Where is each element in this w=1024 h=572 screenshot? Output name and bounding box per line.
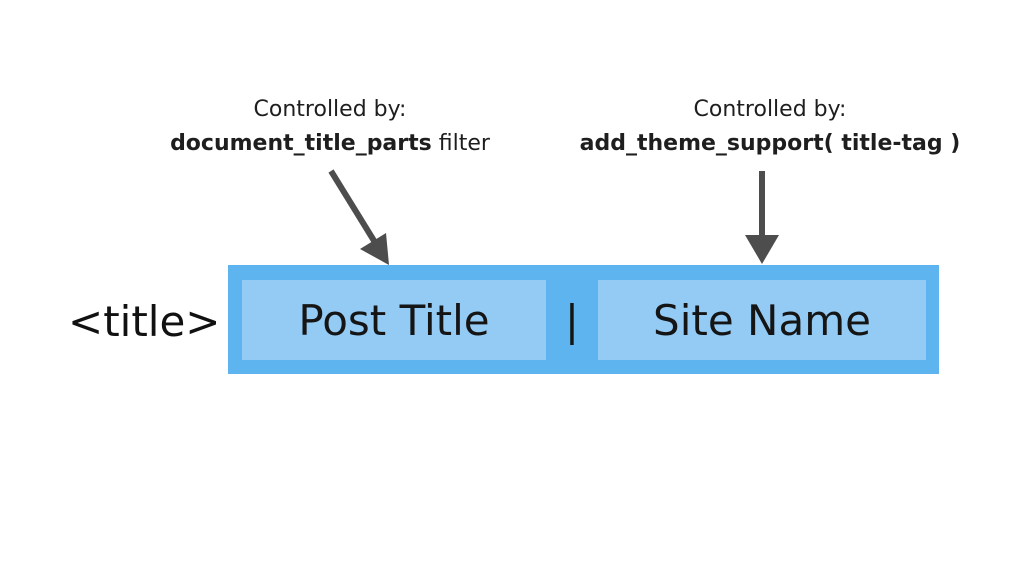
- filter-name: document_title_parts: [170, 131, 432, 156]
- annotation-theme-support: Controlled by: add_theme_support( title-…: [540, 93, 1000, 161]
- title-tag-bar: Post Title | Site Name: [228, 265, 939, 374]
- annotation-heading: Controlled by:: [693, 97, 847, 122]
- annotation-heading: Controlled by:: [253, 97, 407, 122]
- site-name-segment: Site Name: [598, 280, 926, 360]
- annotation-source: document_title_parts filter: [130, 127, 530, 161]
- arrow-down-icon: [745, 171, 779, 264]
- arrow-down-right-icon: [328, 169, 389, 265]
- filter-suffix: filter: [431, 131, 490, 156]
- title-tag-label: <title>: [68, 297, 221, 346]
- post-title-segment: Post Title: [242, 280, 546, 360]
- title-separator: |: [564, 295, 580, 345]
- annotation-document-title-parts: Controlled by: document_title_parts filt…: [130, 93, 530, 161]
- theme-support-call: add_theme_support( title-tag ): [579, 131, 961, 156]
- annotation-source: add_theme_support( title-tag ): [540, 127, 1000, 161]
